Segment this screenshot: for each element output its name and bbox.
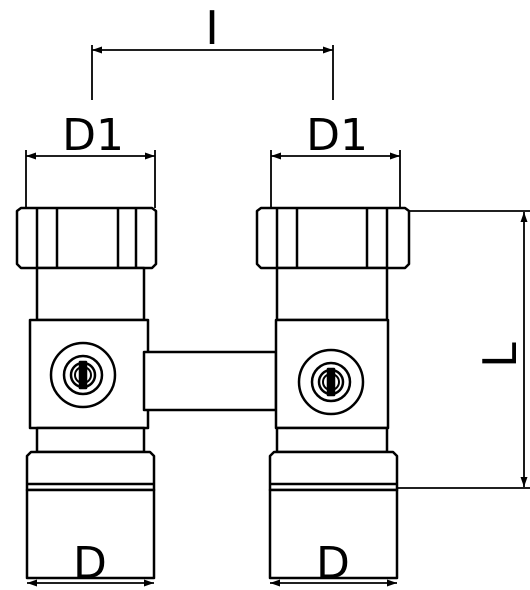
right-shank <box>275 266 389 322</box>
right-union-nut <box>255 206 411 270</box>
dimension-center-distance <box>91 45 334 100</box>
left-valve <box>15 206 158 580</box>
dimension-inlet-left <box>25 150 156 208</box>
dimension-inlet-right <box>270 150 401 208</box>
label-inlet-right: D1 <box>306 110 368 161</box>
right-adjust-screw-icon <box>297 348 365 416</box>
label-center-distance: I <box>205 1 219 55</box>
left-lower-collar <box>35 426 146 454</box>
label-inlet-left: D1 <box>62 110 124 161</box>
left-shank <box>35 266 146 322</box>
left-threaded-outlet <box>25 450 156 580</box>
label-outlet-left: D <box>73 538 107 589</box>
right-threaded-outlet <box>268 450 399 580</box>
left-union-nut <box>15 206 158 270</box>
bridge-pipe <box>142 350 278 412</box>
right-lower-collar <box>275 426 389 454</box>
dimension-overall-length <box>397 210 530 489</box>
label-outlet-right: D <box>316 538 350 589</box>
left-adjust-screw-icon <box>49 341 117 409</box>
label-overall-length: L <box>473 342 527 368</box>
right-valve <box>255 206 411 580</box>
